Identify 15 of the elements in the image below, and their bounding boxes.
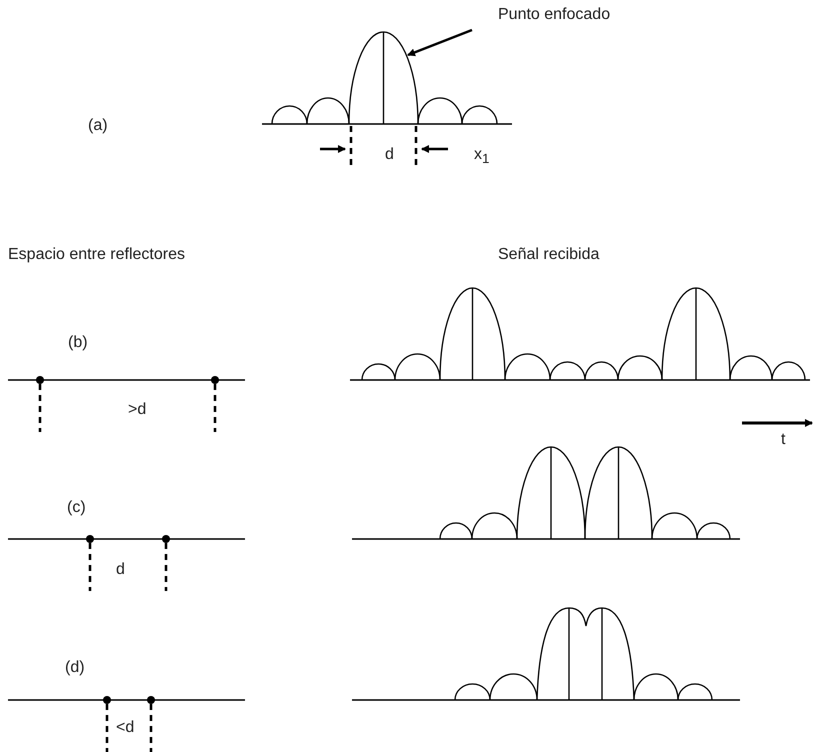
dimension-label: d (385, 146, 394, 164)
column-heading: Señal recibida (498, 246, 600, 264)
panel-label: (b) (68, 334, 88, 352)
leader-line (407, 28, 472, 56)
panel-label: (a) (88, 117, 108, 135)
callout-label: Punto enfocado (498, 6, 610, 24)
column-heading: Espacio entre reflectores (8, 246, 185, 264)
main-lobe-curve (348, 32, 419, 124)
axis-label: t (781, 431, 786, 449)
axis-label: x$_{1}$ (474, 146, 490, 168)
panel-label: (c) (67, 499, 86, 517)
dimension-label: d (116, 561, 125, 579)
dimension-label: >d (128, 401, 146, 419)
dimension-label: <d (116, 719, 134, 737)
panel-label: (d) (65, 659, 85, 677)
